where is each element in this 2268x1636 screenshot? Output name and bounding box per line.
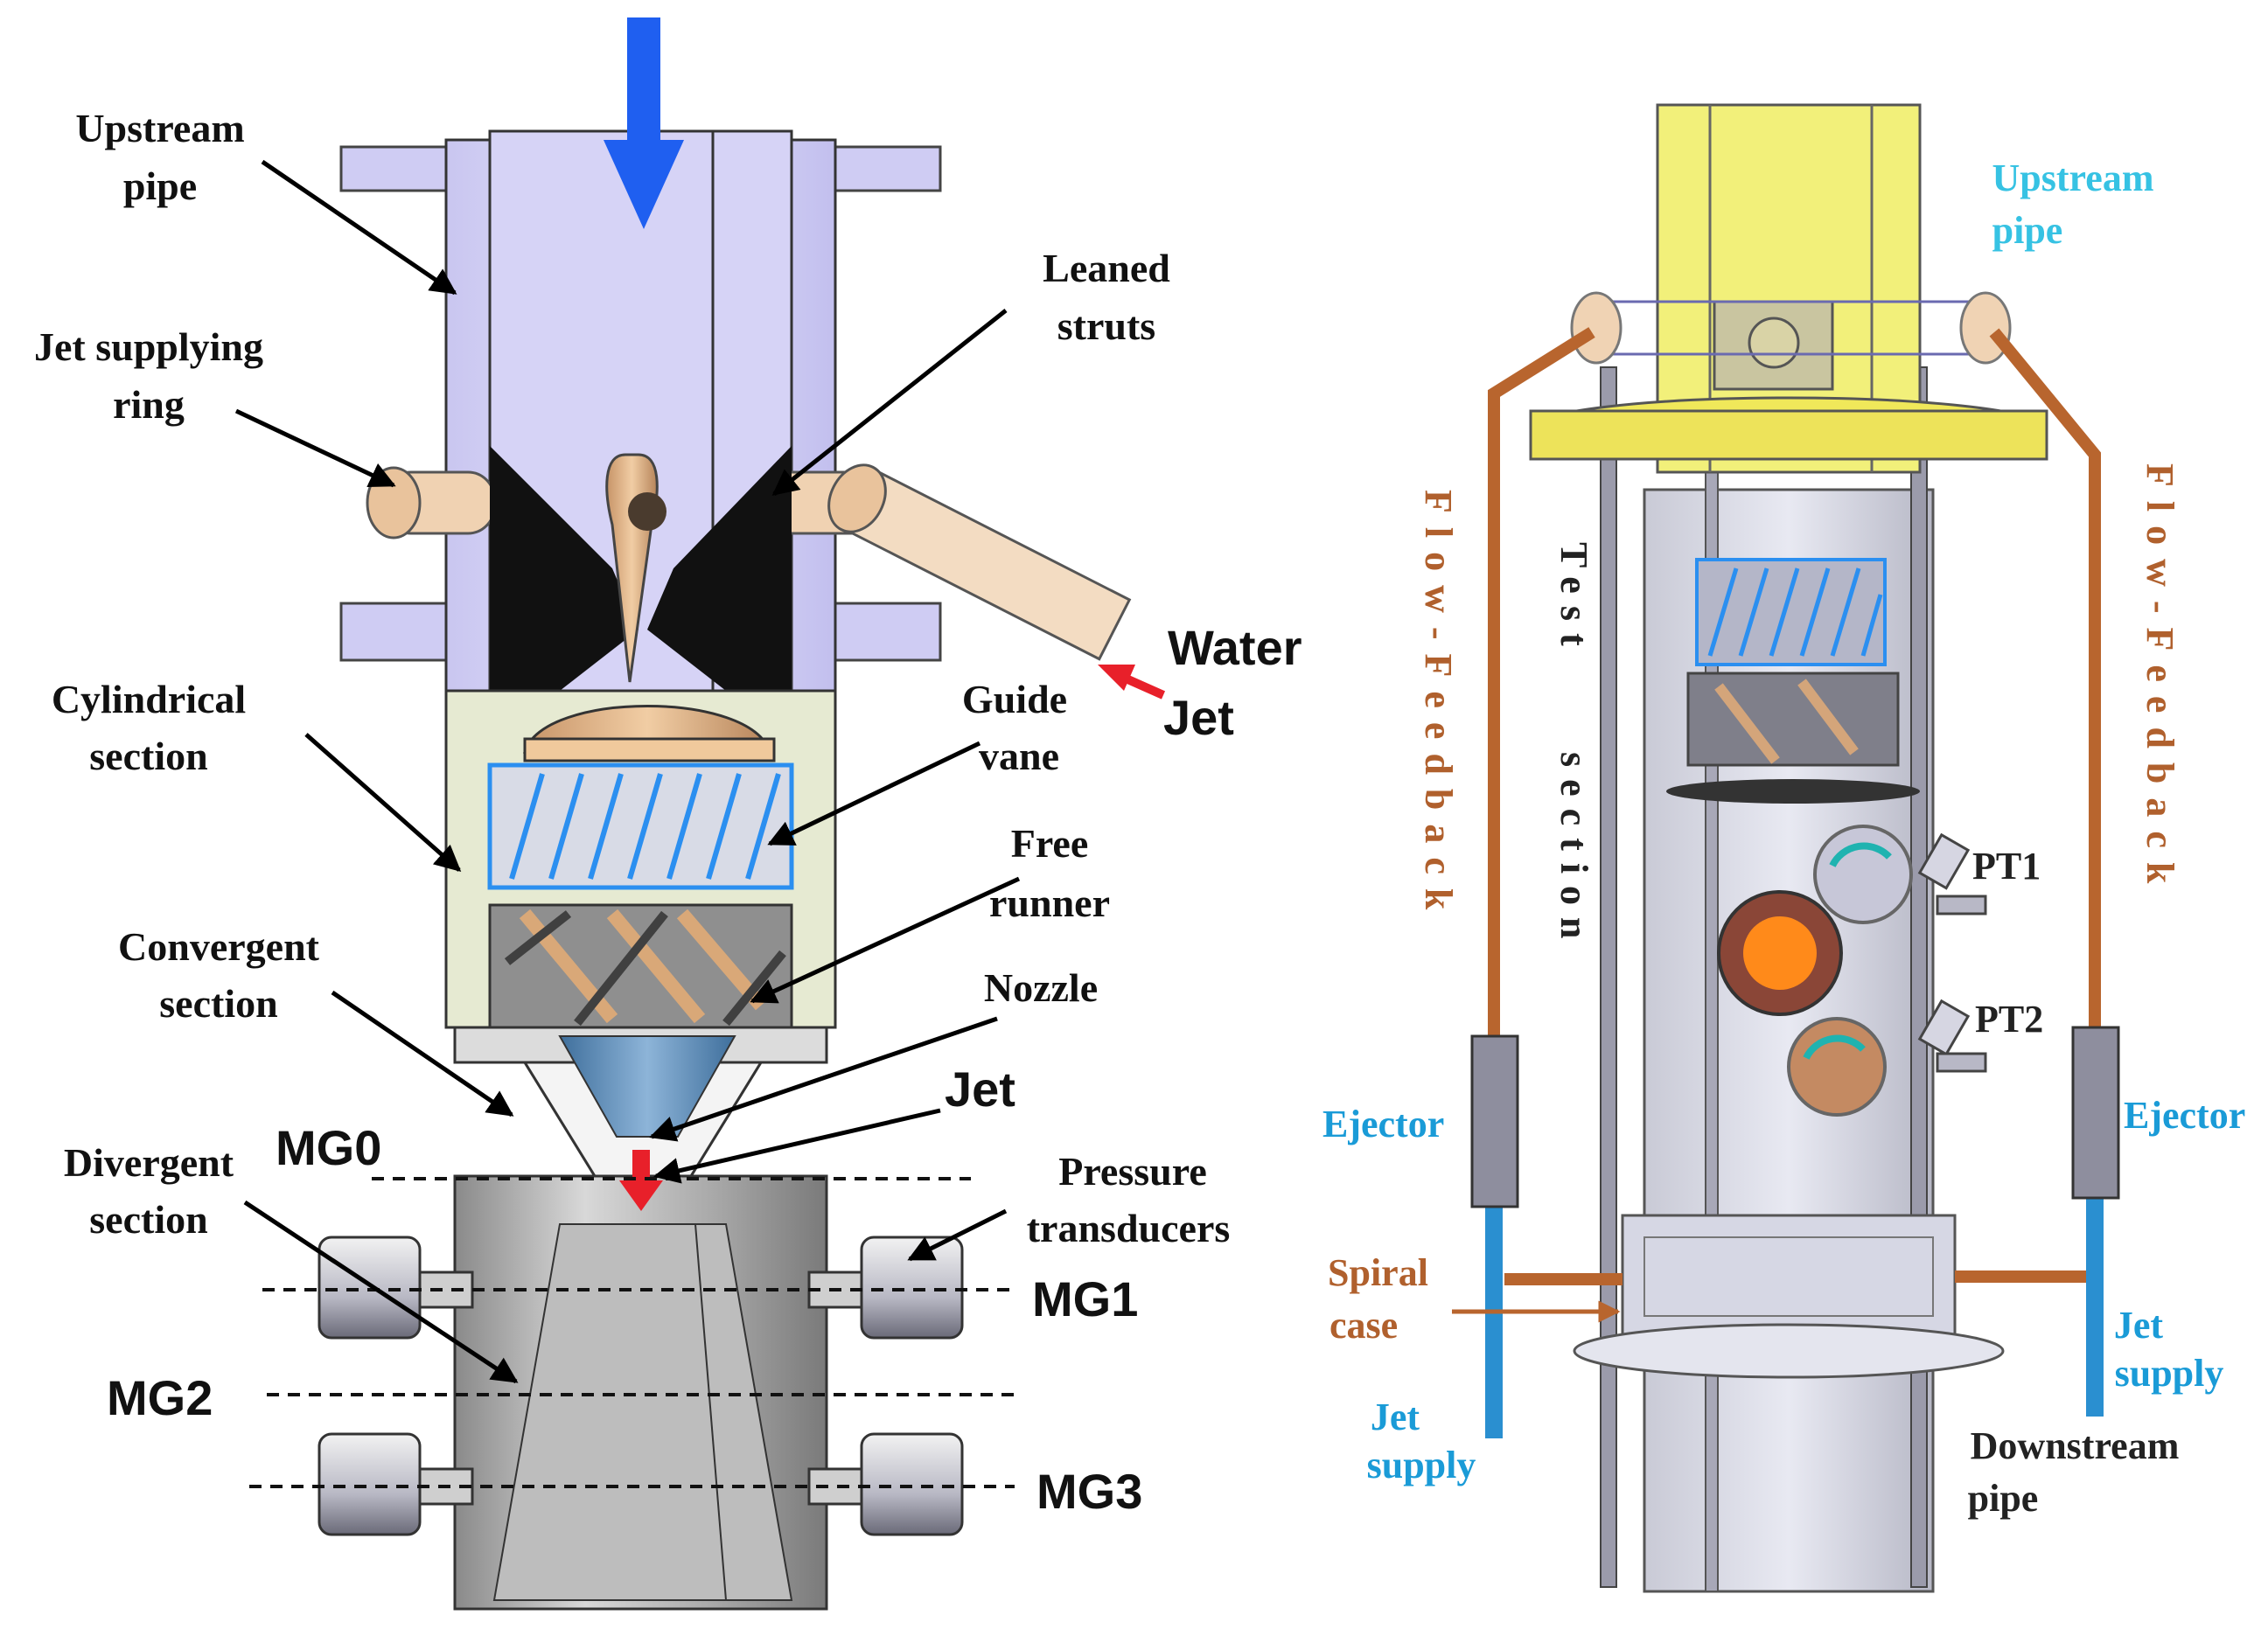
label-jet-supply-left-1: Jet (1371, 1396, 1420, 1438)
ejector-right (2071, 1026, 2120, 1200)
label-divergent-1: Divergent (64, 1140, 234, 1185)
right-pressure-sensors (1917, 832, 1987, 1073)
spiral-case (1573, 1214, 2005, 1379)
label-test-2: section (1553, 752, 1595, 951)
divergent-section (453, 1174, 828, 1611)
label-test-1: Test (1553, 542, 1595, 658)
label-water-jet-1: Water (1168, 620, 1302, 675)
label-leaned-struts-2: struts (1057, 303, 1155, 348)
label-mg1: MG1 (1032, 1271, 1138, 1326)
label-jet-supply-right-1: Jet (2114, 1304, 2164, 1347)
label-guide-vane-1: Guide (962, 677, 1067, 721)
label-pt2: PT2 (1975, 998, 2043, 1041)
label-jet: Jet (945, 1062, 1015, 1117)
label-leaned-struts-1: Leaned (1043, 246, 1170, 290)
label-downstream-2: pipe (1968, 1477, 2039, 1520)
label-spiral-1: Spiral (1328, 1251, 1428, 1294)
right-runner (1666, 672, 1920, 804)
label-mg2: MG2 (107, 1370, 213, 1425)
right-guide-vane (1695, 558, 1887, 666)
label-pressure-2: transducers (1027, 1206, 1231, 1250)
pressure-transducers (318, 1236, 964, 1536)
guide-vane (487, 762, 794, 890)
label-ejector-right: Ejector (2124, 1094, 2245, 1137)
leaned-struts (490, 446, 792, 691)
convergent-section (453, 1026, 828, 1178)
label-free-runner-2: runner (989, 881, 1110, 925)
label-convergent-2: section (159, 981, 277, 1026)
label-convergent-1: Convergent (118, 924, 320, 969)
label-flow-feedback-right: Flow-Feedback (2139, 463, 2181, 897)
label-pt1: PT1 (1972, 845, 2041, 888)
label-jet-supply-left-2: supply (1367, 1444, 1476, 1486)
label-upstream-right-2: pipe (1992, 209, 2063, 252)
observation-windows (1717, 825, 1913, 1117)
free-runner (488, 903, 793, 1029)
label-divergent-2: section (89, 1197, 207, 1242)
upstream-yellow-pipe (1529, 103, 2048, 474)
label-cylindrical-2: section (89, 734, 207, 778)
jet-supply-pipes (1485, 1198, 2104, 1438)
label-pressure-1: Pressure (1058, 1149, 1207, 1194)
water-jet-arrow (1098, 665, 1166, 700)
label-jet-ring-1: Jet supplying (34, 324, 263, 369)
label-downstream-1: Downstream (1971, 1424, 2180, 1467)
label-jet-ring-2: ring (113, 382, 185, 427)
label-jet-supply-right-2: supply (2115, 1352, 2224, 1395)
label-mg0: MG0 (276, 1120, 381, 1175)
label-upstream-pipe-2: pipe (123, 164, 197, 208)
label-ejector-left: Ejector (1322, 1103, 1444, 1145)
flow-arrow (604, 17, 684, 229)
label-mg3: MG3 (1036, 1464, 1142, 1519)
ejectors (1470, 1026, 2120, 1208)
label-flow-feedback-left: Flow-Feedback (1417, 490, 1460, 923)
label-upstream-pipe-1: Upstream (75, 106, 244, 150)
label-upstream-right-1: Upstream (1992, 157, 2154, 199)
jet-arrow (619, 1150, 663, 1211)
label-water-jet-2: Jet (1163, 690, 1234, 745)
label-free-runner-1: Free (1011, 821, 1089, 866)
left-labels: Upstream pipe Leaned struts Jet supplyin… (34, 106, 1302, 1519)
label-cylindrical-1: Cylindrical (52, 677, 246, 721)
left-cross-section: Upstream pipe Leaned struts Jet supplyin… (34, 17, 1302, 1611)
ejector-left (1470, 1034, 1519, 1208)
label-nozzle: Nozzle (984, 965, 1098, 1010)
flow-feedback-pipes (1488, 327, 2101, 1285)
leader-lines (234, 159, 1021, 1384)
right-3d-view: Upstream pipe Flow-Feedback Flow-Feedbac… (1322, 103, 2245, 1593)
label-guide-vane-2: vane (979, 734, 1059, 778)
right-labels: Upstream pipe Flow-Feedback Flow-Feedbac… (1322, 157, 2245, 1520)
label-spiral-2: case (1329, 1304, 1398, 1347)
